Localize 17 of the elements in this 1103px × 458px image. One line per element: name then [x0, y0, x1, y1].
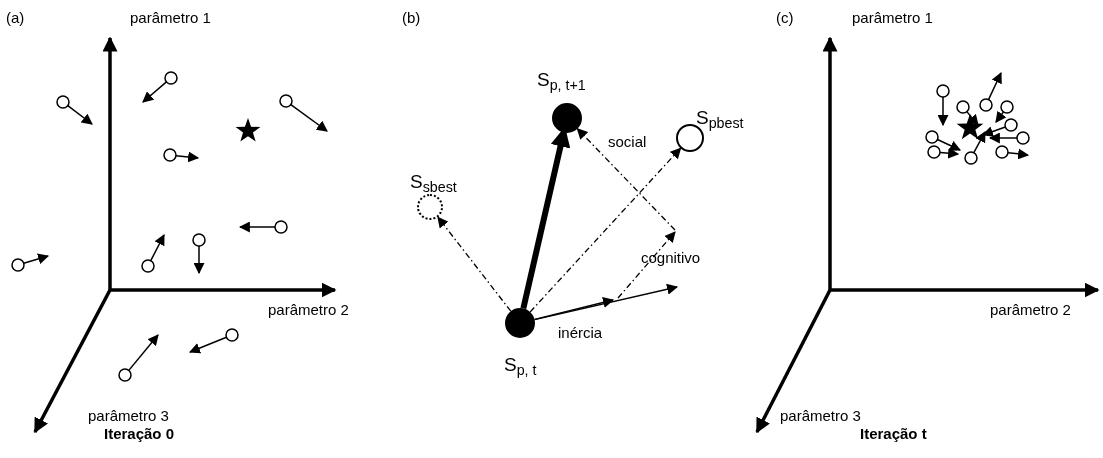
axis-label: (a): [6, 10, 25, 25]
axis-label: parâmetro 1: [130, 10, 211, 25]
axis-label: parâmetro 2: [268, 302, 349, 317]
axis-label: cognitivo: [641, 250, 701, 265]
axis-label: parâmetro 1: [852, 10, 933, 25]
axis-label: parâmetro 2: [990, 302, 1071, 317]
arrow: [576, 128, 676, 231]
axis-label: (c): [776, 10, 794, 25]
panel-caption: Iteração 0: [104, 426, 175, 441]
arrow: [529, 147, 682, 313]
position-label: S$_{sbest}$: [410, 172, 457, 191]
edge-label: inércia: [556, 325, 605, 340]
axis-label: (b): [402, 10, 421, 25]
panel-caption: Iteração t: [860, 426, 927, 441]
edge-label: social: [606, 134, 649, 149]
axis-label: parâmetro 3: [88, 408, 169, 423]
axis-label: parâmetro 3: [780, 408, 861, 423]
